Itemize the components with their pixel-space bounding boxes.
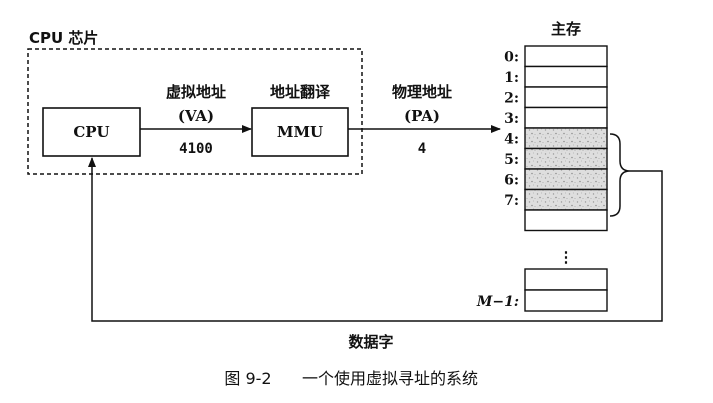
cpu-label: CPU (73, 123, 109, 141)
physical-address-title: 物理地址 (392, 83, 452, 101)
memory-address-label-5: 5: (504, 152, 519, 168)
memory-address-label-1: 1: (504, 70, 519, 86)
memory-address-label-3: 3: (504, 111, 519, 127)
figure-number: 图 9-2 (224, 369, 271, 388)
memory-cell-upper (524, 268, 608, 291)
memory-address-label-7: 7: (504, 193, 519, 209)
memory-address-label-0: 0: (504, 50, 519, 66)
memory-address-label-6: 6: (504, 173, 519, 189)
virtual-address-abbr: (VA) (178, 107, 214, 125)
memory-cell-3 (524, 106, 608, 129)
memory-cell-4 (524, 127, 608, 150)
memory-cell-1 (524, 65, 608, 88)
cpu-chip-boundary (27, 48, 363, 175)
memory-cell-last (524, 289, 608, 312)
virtual-address-title: 虚拟地址 (166, 83, 226, 101)
memory-cell-2 (524, 86, 608, 109)
cpu-box (42, 107, 141, 157)
data-word-return-path (88, 157, 663, 322)
data-word-brace (609, 133, 631, 217)
memory-cell-0 (524, 45, 608, 68)
memory-cell-6 (524, 168, 608, 191)
memory-cell-7 (524, 188, 608, 211)
physical-address-value: 4 (418, 141, 426, 157)
address-translation-title: 地址翻译 (270, 83, 331, 101)
mmu-label: MMU (277, 123, 323, 141)
main-memory-cells: 0: 1: 2: 3: 4: 5: 6: 7: (504, 45, 608, 232)
figure-caption: 一个使用虚拟寻址的系统 (302, 369, 478, 388)
virtual-address-value: 4100 (179, 141, 213, 157)
data-word-label: 数据字 (348, 333, 393, 351)
memory-address-last: M−1: (476, 294, 519, 310)
mmu-box (251, 107, 349, 157)
memory-ellipsis: ⋮ (559, 248, 574, 266)
memory-cell-5 (524, 147, 608, 170)
main-memory-title: 主存 (551, 20, 581, 38)
memory-cell-8 (524, 209, 608, 232)
physical-address-abbr: (PA) (404, 107, 440, 125)
cpu-chip-label: CPU 芯片 (29, 29, 98, 47)
memory-address-label-2: 2: (504, 91, 519, 107)
memory-address-label-4: 4: (504, 132, 519, 148)
